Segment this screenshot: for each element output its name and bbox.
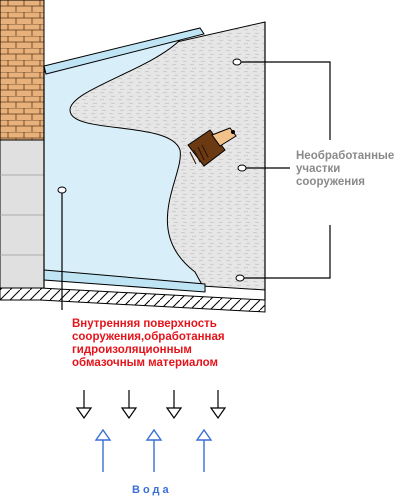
label-untreated-line3: сооружения	[296, 176, 365, 188]
label-untreated-line2: участки	[296, 163, 341, 175]
treated-area	[43, 39, 206, 291]
label-untreated: Необработанные участки сооружения	[296, 150, 394, 189]
marker-bottom	[235, 274, 245, 282]
label-treated-line2: сооружения,обработанная	[72, 331, 225, 343]
brush-icon	[187, 127, 237, 167]
label-untreated-line1: Необработанные	[296, 150, 395, 162]
callout-untreated	[241, 61, 331, 279]
brick-wall	[0, 0, 45, 141]
down-arrows	[75, 390, 227, 420]
soil-hatching	[0, 287, 266, 313]
wall-joints	[0, 174, 44, 256]
label-treated-line1: Внутренняя поверхность	[72, 318, 217, 330]
label-treated-line4: обмазочным материалом	[72, 357, 218, 369]
marker-top	[232, 58, 242, 66]
label-water: Вода	[132, 484, 172, 496]
left-wall	[0, 139, 45, 289]
ceiling-strip	[43, 27, 205, 75]
label-treated: Внутренняя поверхность сооружения,обрабо…	[72, 318, 225, 370]
marker-treated	[57, 186, 67, 194]
water-arrows	[94, 428, 213, 472]
label-treated-line3: гидроизоляционным	[72, 344, 192, 356]
marker-mid	[237, 164, 247, 172]
